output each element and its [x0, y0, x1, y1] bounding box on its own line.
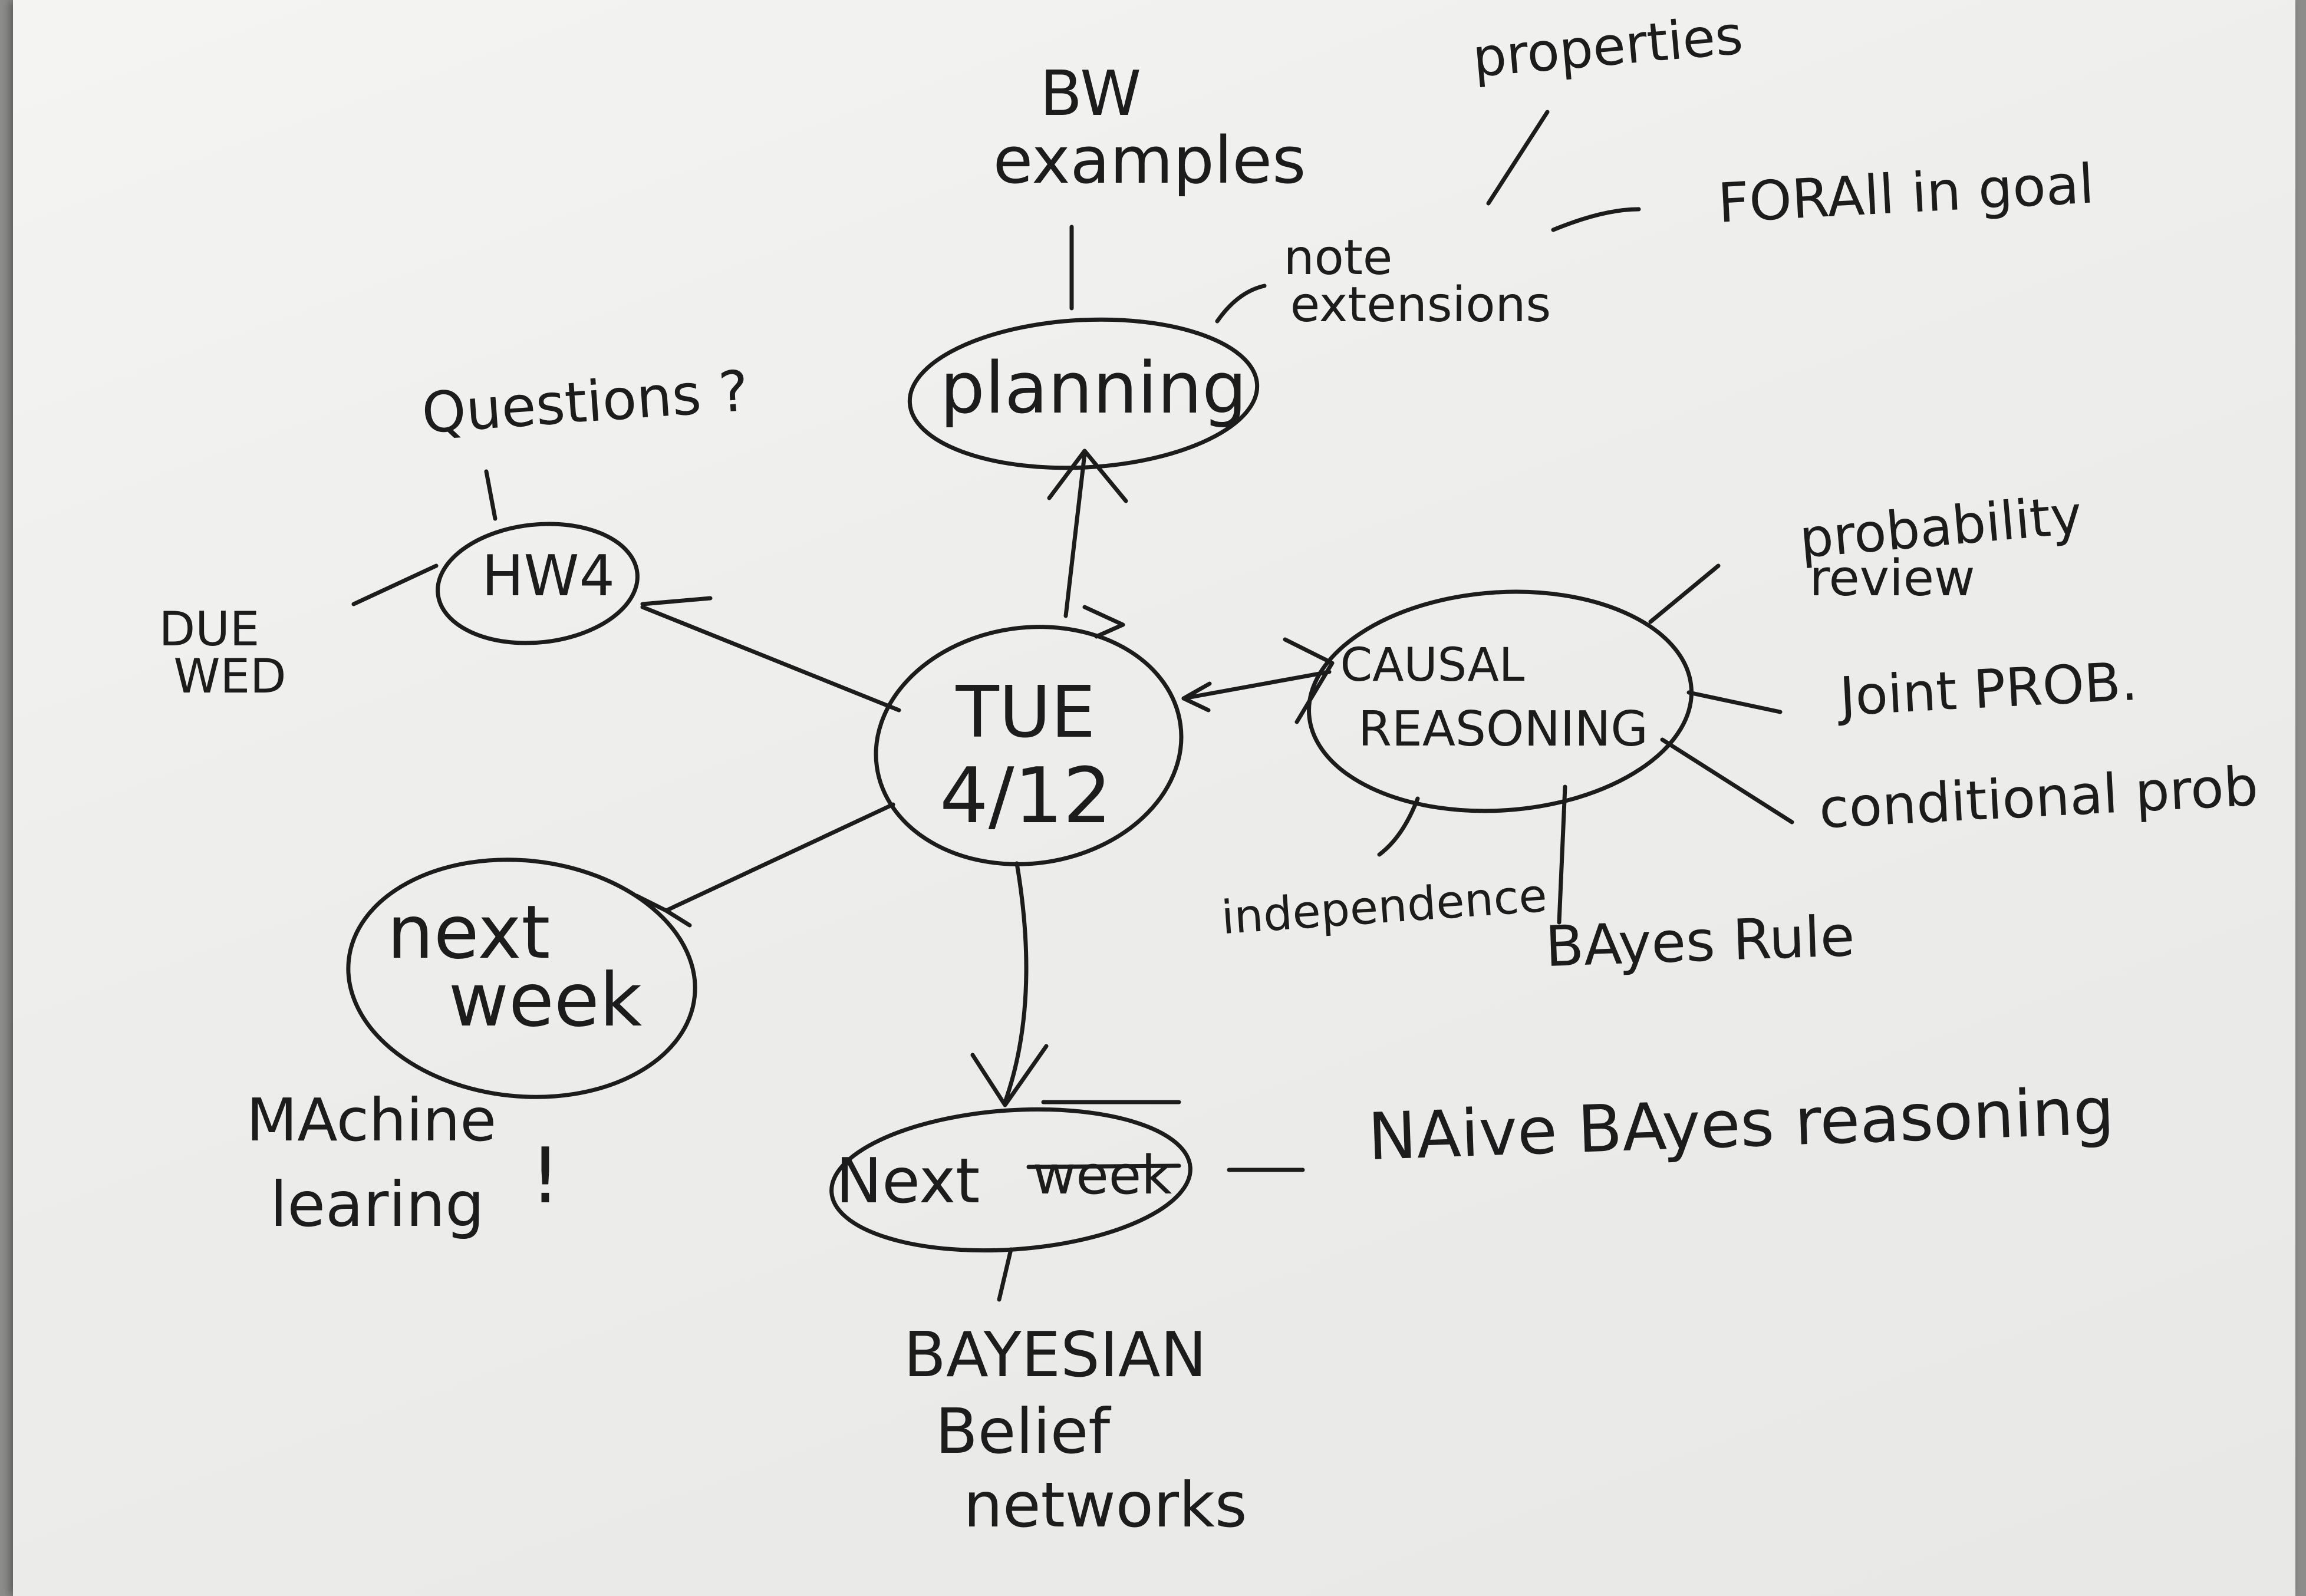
- note-extensions-line1: note: [1284, 230, 1393, 286]
- note-extensions-line2: extensions: [1290, 277, 1551, 333]
- arrowhead-causal-left: [1283, 637, 1335, 724]
- arrowhead-planning: [1047, 449, 1128, 503]
- next-label-struck: week: [1033, 1145, 1172, 1206]
- node-center-ellipse: [874, 625, 1184, 866]
- branch-causal-independence: [1377, 796, 1420, 857]
- connector-causal-center: [1181, 670, 1332, 701]
- branch-causal-joint: [1686, 690, 1783, 714]
- center-label-line1: TUE: [956, 672, 1096, 754]
- node-next-ellipse: [829, 1107, 1192, 1253]
- branch-note-properties: [1486, 110, 1550, 206]
- arrowhead-center-right: [1181, 681, 1212, 713]
- branch-planning-note: [1215, 283, 1267, 324]
- strike-through-week: [1026, 1163, 1181, 1169]
- forall-label: FORAll in goal: [1717, 152, 2096, 235]
- causal-label-line1: CAUSAL: [1340, 639, 1525, 692]
- wed-label: WED: [173, 649, 286, 704]
- arrowhead-next-week: [634, 893, 692, 928]
- next-week-label-line1: next: [387, 890, 551, 975]
- bayesian-label-line2: Belief: [935, 1396, 1112, 1468]
- connector-center-next: [1003, 861, 1029, 1104]
- naive-bayes-label: NAive BAyes reasoning: [1367, 1073, 2116, 1175]
- arrowhead-center-top: [1082, 605, 1125, 639]
- bayes-rule-label: BAyes Rule: [1544, 904, 1856, 980]
- bayesian-label-line3: networks: [963, 1469, 1247, 1541]
- machine-label-mark: !: [530, 1131, 561, 1221]
- branch-causal-conditional: [1660, 737, 1794, 825]
- node-planning-ellipse: [907, 317, 1260, 470]
- questions-label: Questions ?: [420, 359, 750, 446]
- bw-examples-line1: BW: [1040, 58, 1141, 130]
- node-hw4-ellipse: [436, 522, 640, 645]
- connector-center-hw4: [640, 605, 901, 713]
- branch-hw4-questions: [484, 469, 498, 521]
- next-label-word: Next: [836, 1145, 980, 1217]
- joint-prob-label: Joint PROB.: [1835, 651, 2139, 728]
- node-next-week-ellipse: [346, 858, 697, 1099]
- due-label: DUE: [159, 602, 260, 657]
- planning-label: planning: [940, 348, 1247, 430]
- conditional-prob-label: conditional prob: [1817, 755, 2259, 841]
- branch-causal-probability: [1648, 563, 1721, 624]
- connector-center-planning: [1063, 451, 1087, 618]
- bw-examples-line2: examples: [993, 123, 1306, 198]
- paper-sheet: [13, 0, 2295, 1596]
- connector-center-next-week: [664, 802, 895, 913]
- branch-hw4-due: [351, 563, 439, 606]
- bayesian-label-line1: BAYESIAN: [904, 1319, 1207, 1391]
- arrowhead-next: [970, 1044, 1049, 1107]
- independence-label: independence: [1220, 869, 1549, 945]
- machine-label-line1: MAchine: [246, 1086, 496, 1155]
- arrowhead-hw4: [640, 596, 713, 606]
- branch-causal-bayes: [1557, 784, 1567, 925]
- node-causal-ellipse: [1307, 589, 1694, 813]
- hw4-label: HW4: [482, 544, 615, 609]
- next-week-label-line2: week: [449, 958, 643, 1043]
- machine-label-line2: learing: [270, 1169, 485, 1241]
- properties-label: properties: [1470, 4, 1745, 90]
- causal-label-line2: REASONING: [1358, 701, 1648, 757]
- probability-label-line2: review: [1809, 549, 1975, 608]
- center-label-line2: 4/12: [940, 751, 1112, 840]
- branch-note-forall: [1551, 207, 1641, 232]
- branch-next-bayesian: [997, 1247, 1013, 1302]
